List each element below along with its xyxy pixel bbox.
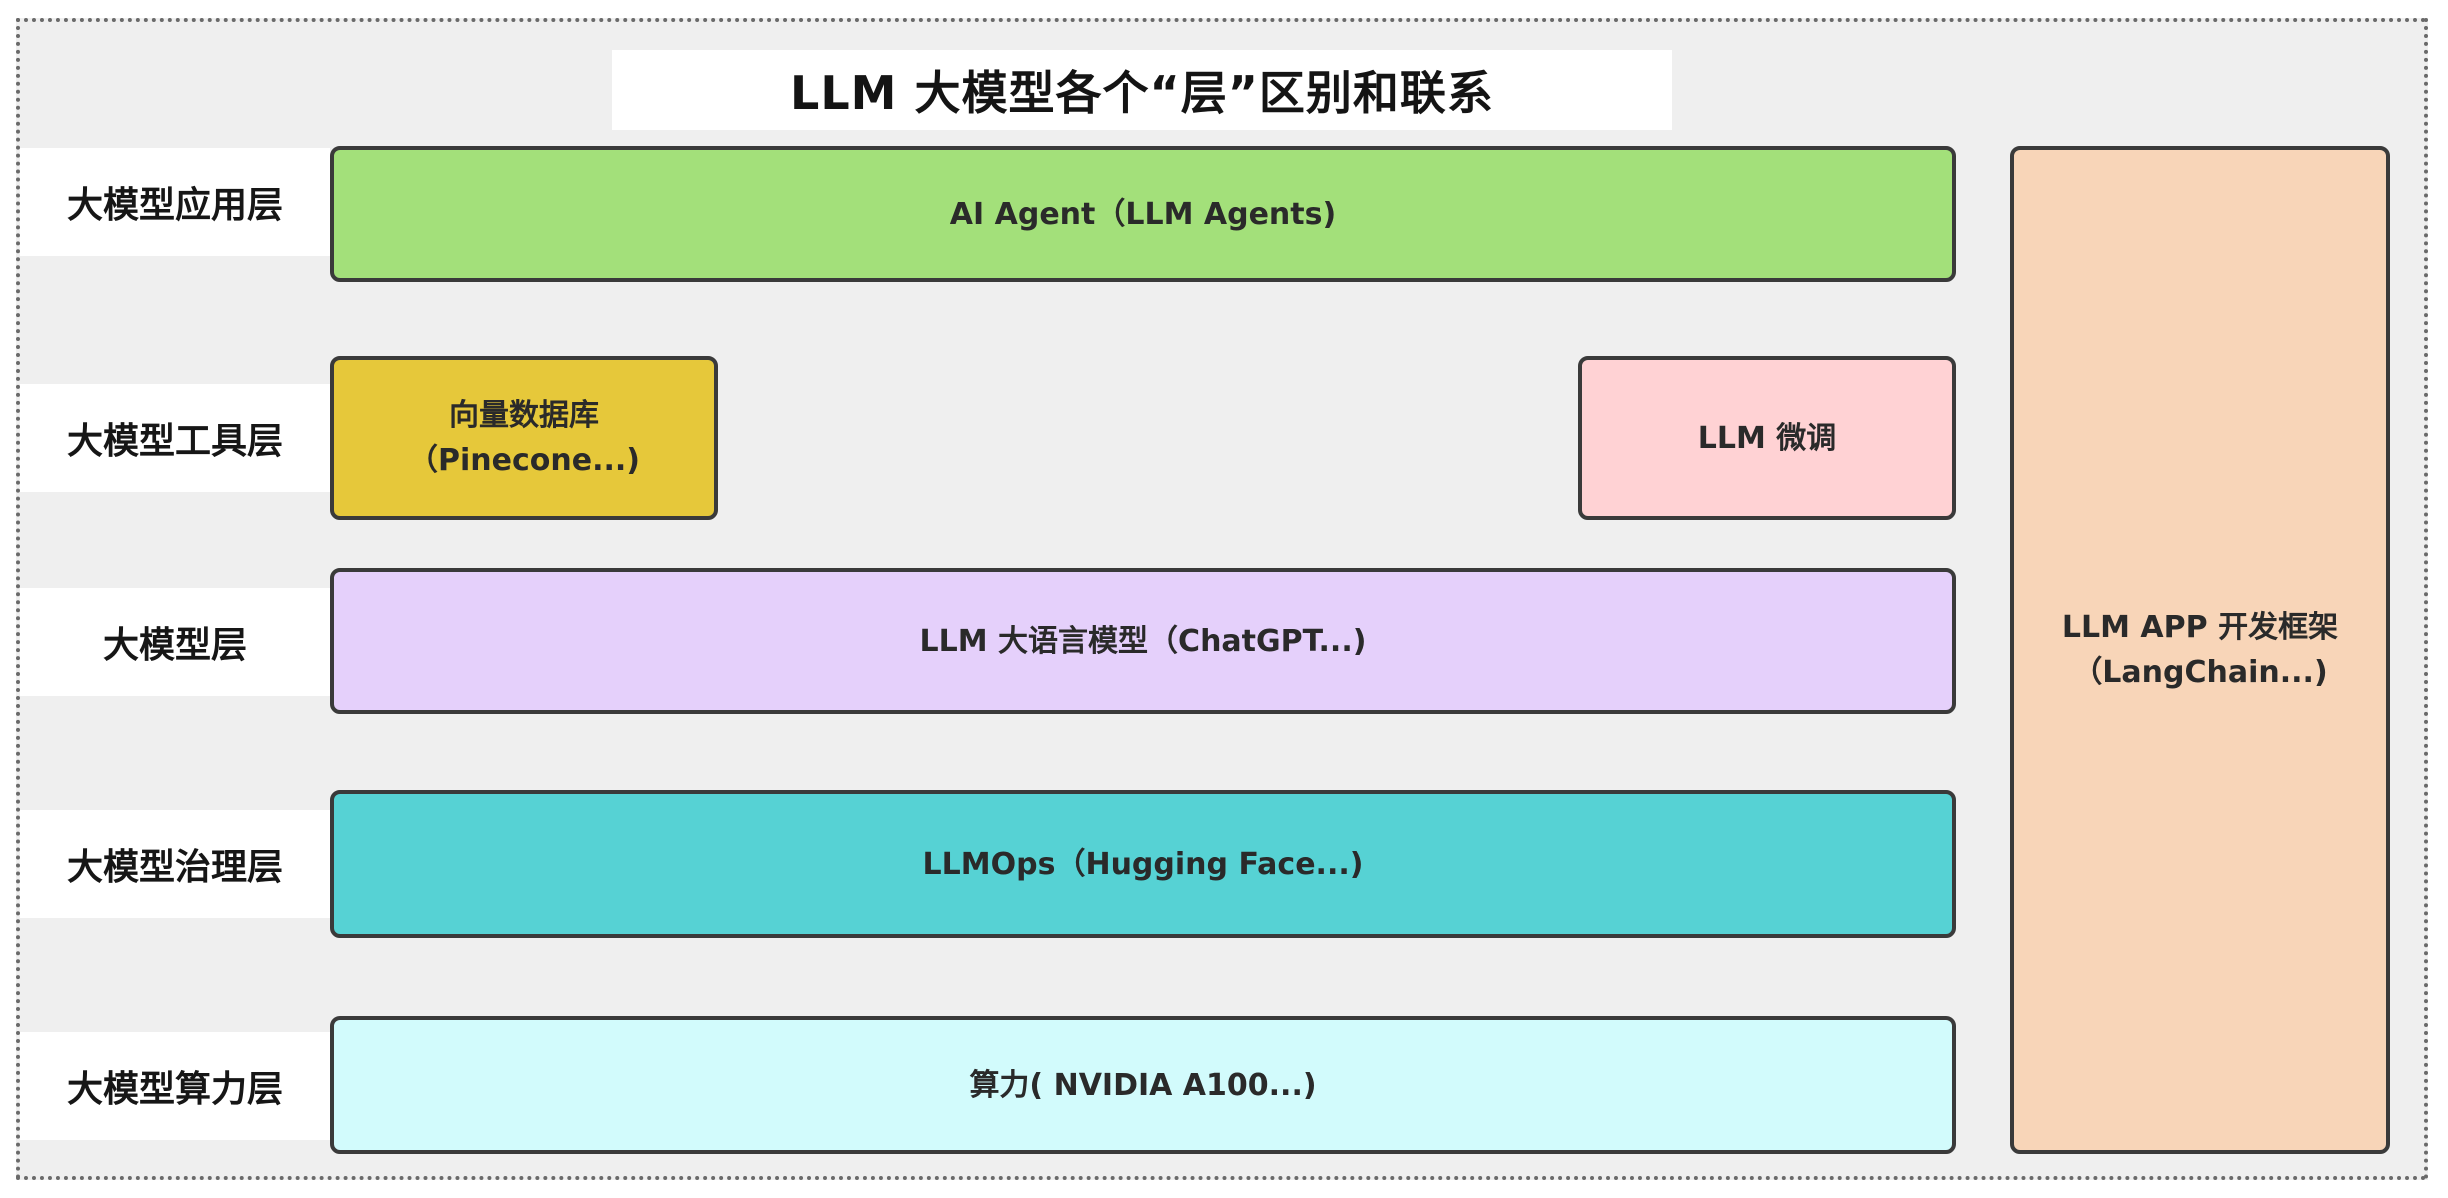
label-model-layer: 大模型层 (20, 588, 330, 696)
box-llm-model: LLM 大语言模型（ChatGPT...) (330, 568, 1956, 714)
box-compute: 算力( NVIDIA A100...) (330, 1016, 1956, 1154)
box-llm-model-text: LLM 大语言模型（ChatGPT...) (919, 623, 1367, 659)
box-llm-finetune: LLM 微调 (1578, 356, 1956, 520)
box-llm-finetune-text: LLM 微调 (1697, 420, 1837, 456)
box-llm-app-framework-line1: LLM APP 开发框架 (2061, 610, 2339, 645)
label-governance-layer: 大模型治理层 (20, 810, 330, 918)
box-ai-agent: AI Agent（LLM Agents) (330, 146, 1956, 282)
box-vector-database: 向量数据库 （Pinecone...) (330, 356, 718, 520)
label-tools-layer: 大模型工具层 (20, 384, 330, 492)
box-llm-app-framework-line2: （LangChain...) (2072, 655, 2328, 690)
label-compute-layer: 大模型算力层 (20, 1032, 330, 1140)
diagram-title: LLM 大模型各个“层”区别和联系 (612, 50, 1672, 130)
box-llmops-text: LLMOps（Hugging Face...) (922, 846, 1364, 882)
box-vector-database-line1: 向量数据库 (449, 398, 599, 433)
box-ai-agent-text: AI Agent（LLM Agents) (949, 196, 1337, 232)
label-application-layer: 大模型应用层 (20, 148, 330, 256)
box-llm-app-framework: LLM APP 开发框架 （LangChain...) (2010, 146, 2390, 1154)
box-llmops: LLMOps（Hugging Face...) (330, 790, 1956, 938)
box-vector-database-line2: （Pinecone...) (408, 443, 640, 478)
box-compute-text: 算力( NVIDIA A100...) (969, 1067, 1317, 1103)
